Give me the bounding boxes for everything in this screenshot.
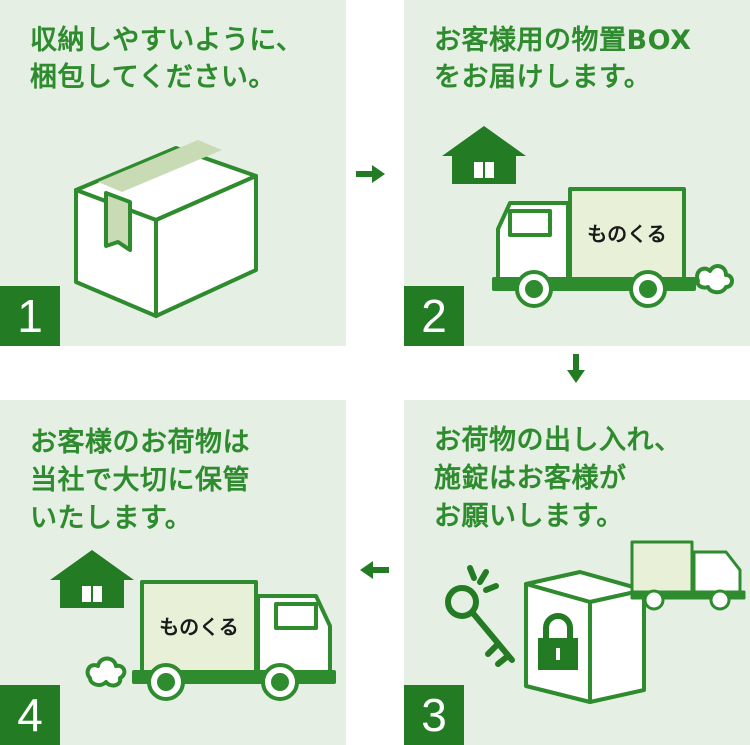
step-3-number: 3 bbox=[404, 685, 464, 745]
delivery-truck-icon: ものくる bbox=[492, 187, 734, 308]
step-1-panel: 収納しやすいように、 梱包してください。 1 bbox=[0, 0, 346, 346]
step-2-panel: お客様用の物置BOX をお届けします。 ものくる 2 bbox=[404, 0, 750, 346]
step-2-caption: お客様用の物置BOX をお届けします。 bbox=[434, 25, 692, 93]
step-1-caption: 収納しやすいように、 梱包してください。 bbox=[30, 25, 304, 93]
small-delivery-truck-icon bbox=[630, 540, 746, 611]
logo-text: ものくる bbox=[587, 222, 667, 246]
step-3-caption: お荷物の出し入れ、 施錠はお客様が お願いします。 bbox=[434, 425, 682, 532]
step-2-number: 2 bbox=[404, 286, 464, 346]
step-4-panel: お客様のお荷物は 当社で大切に保管 いたします。 ものくる 4 bbox=[0, 400, 346, 745]
key-icon bbox=[445, 565, 515, 667]
delivery-truck-icon: ものくる bbox=[85, 580, 336, 701]
step-4-number: 4 bbox=[0, 685, 60, 745]
step-1-number: 1 bbox=[0, 286, 60, 346]
house-icon bbox=[50, 550, 134, 608]
house-icon bbox=[442, 126, 526, 184]
step-3-panel: お荷物の出し入れ、 施錠はお客様が お願いします。 bbox=[404, 400, 750, 745]
storage-box-locked-icon bbox=[524, 570, 646, 704]
arrow-left-icon bbox=[360, 561, 389, 579]
step-4-caption: お客様のお荷物は 当社で大切に保管 いたします。 bbox=[30, 427, 250, 534]
logo-text: ものくる bbox=[159, 615, 239, 639]
cardboard-box-icon bbox=[74, 140, 258, 318]
arrow-down-icon bbox=[567, 354, 585, 383]
arrow-right-icon bbox=[356, 165, 385, 183]
